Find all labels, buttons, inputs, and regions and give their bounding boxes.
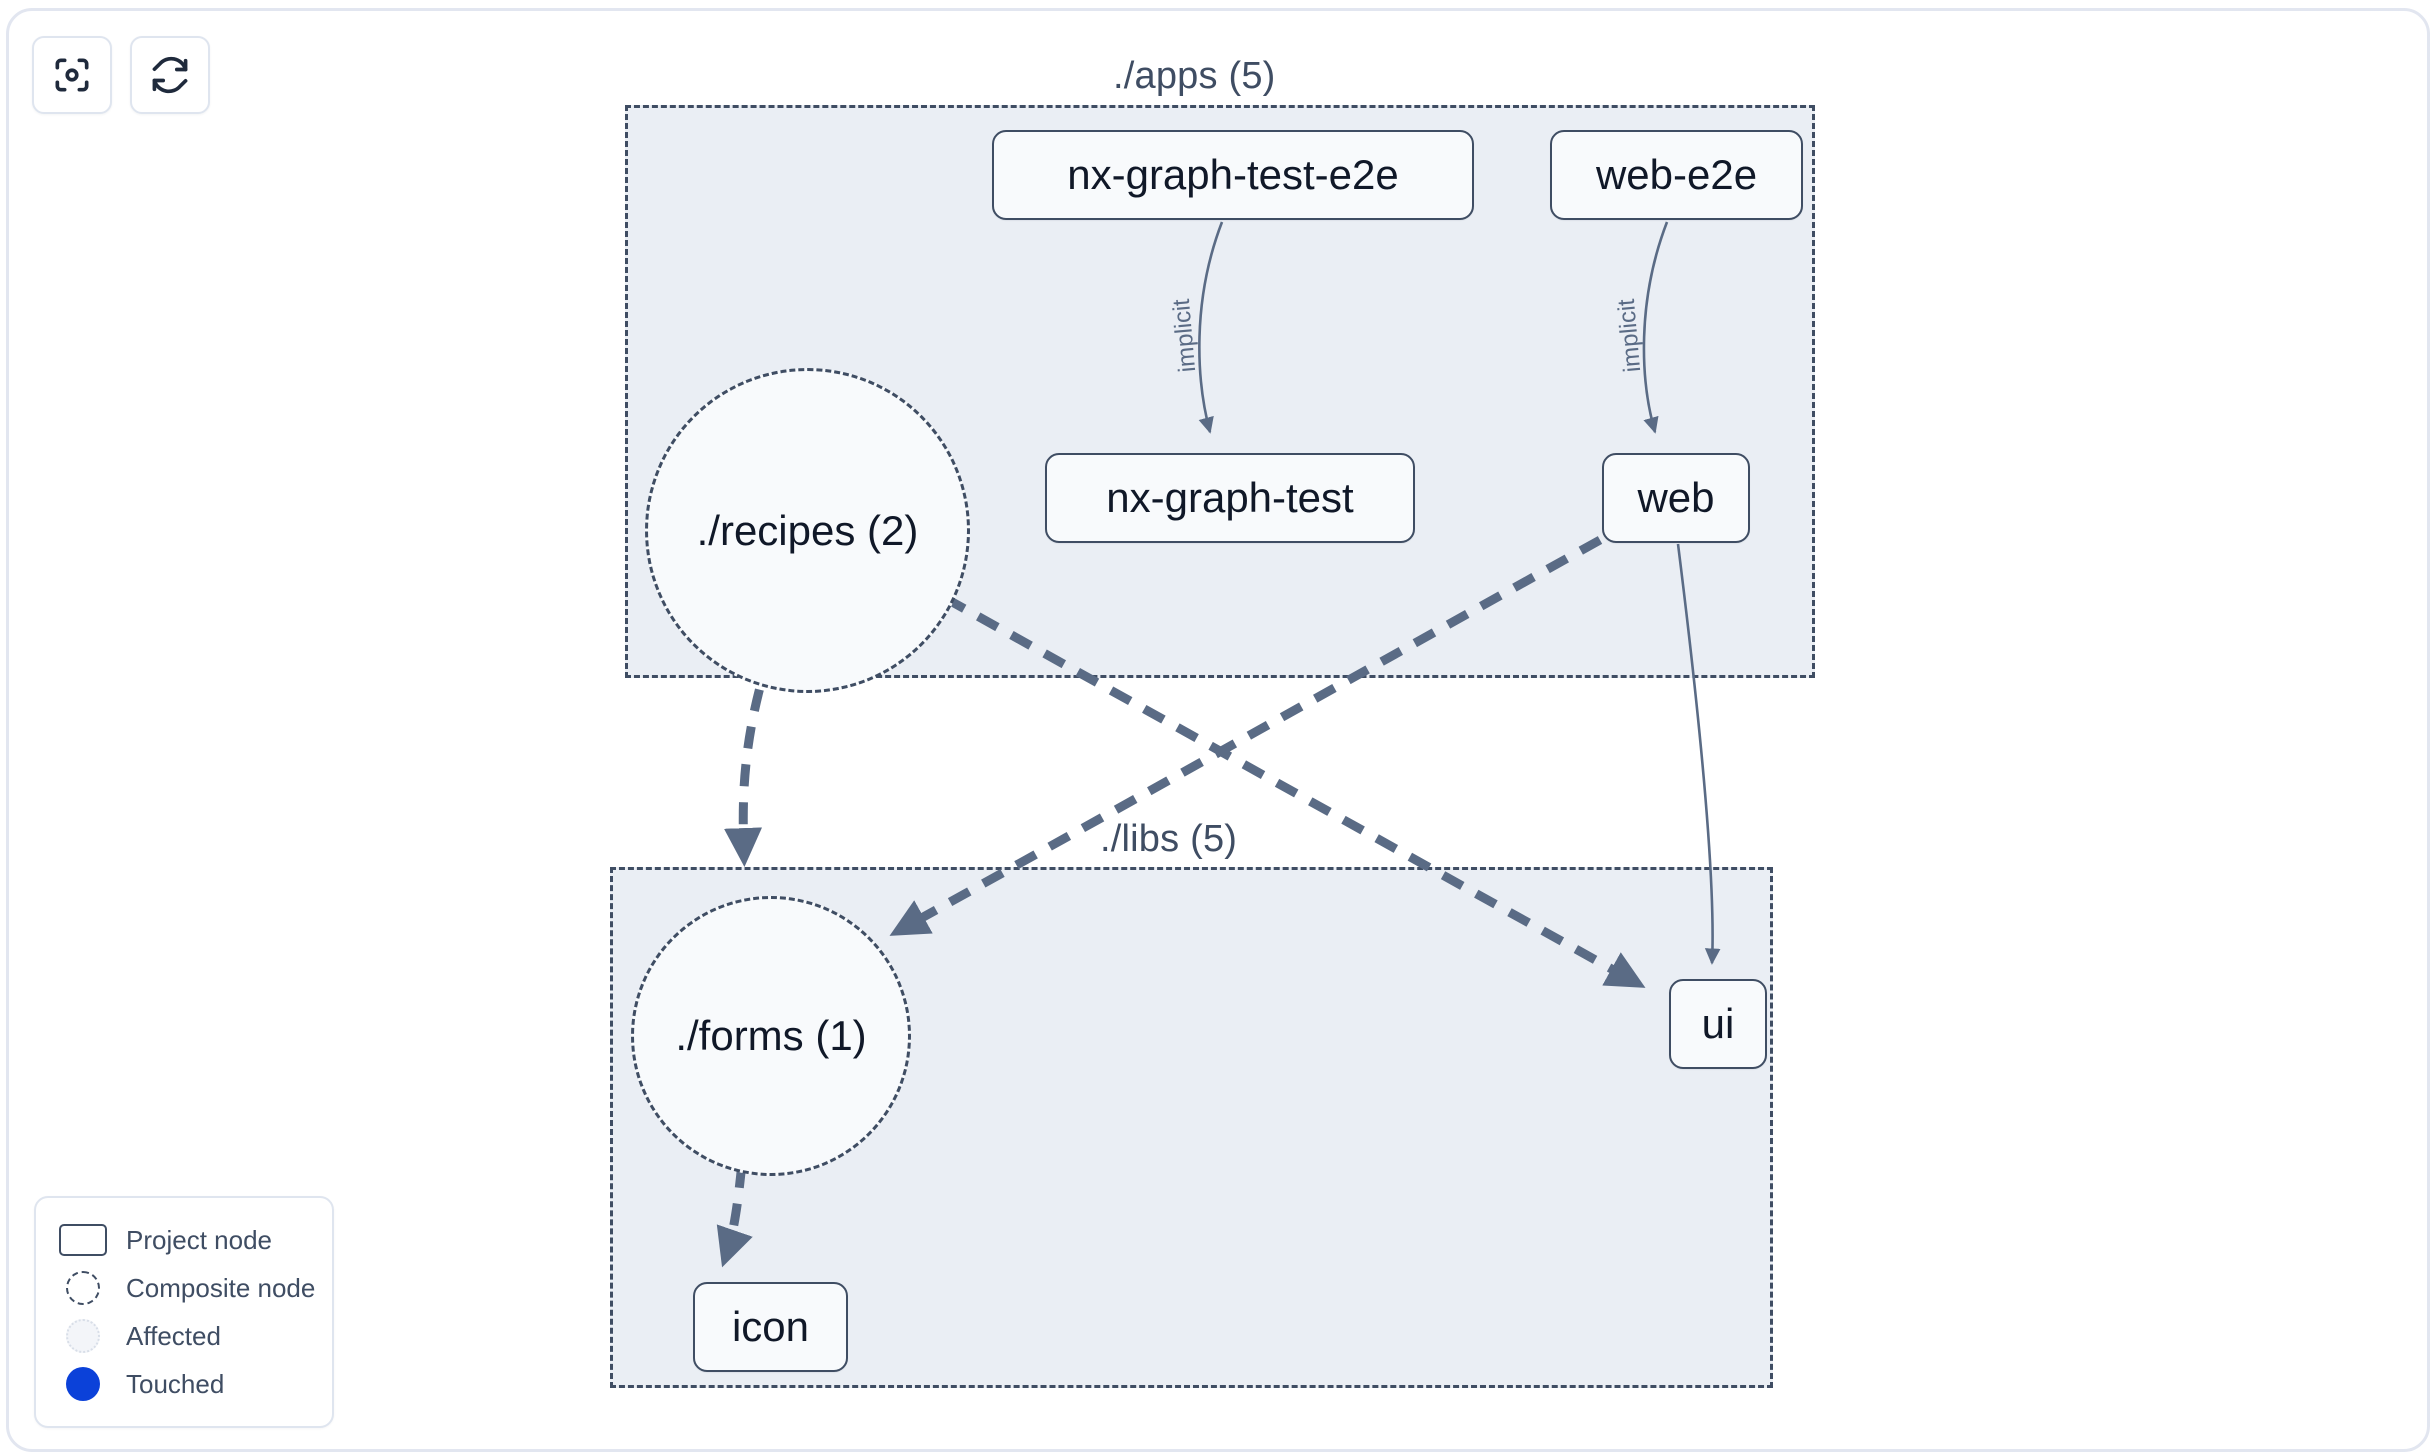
legend-label-touched: Touched bbox=[126, 1368, 225, 1399]
group-label-libs: ./libs (5) bbox=[1100, 818, 1238, 860]
project-node-nx-graph-test-e2e[interactable]: nx-graph-test-e2e bbox=[992, 130, 1474, 220]
project-node-ui-label: ui bbox=[1701, 1000, 1735, 1047]
project-node-icon-label: icon bbox=[731, 1303, 810, 1350]
group-label-apps: ./apps (5) bbox=[1113, 55, 1276, 97]
project-node-web[interactable]: web bbox=[1602, 453, 1750, 543]
touched-swatch bbox=[58, 1367, 108, 1401]
focus-graph-button[interactable] bbox=[32, 36, 112, 114]
legend-label-project-node: Project node bbox=[126, 1224, 272, 1255]
edge-label-implicit-2: implicit bbox=[1613, 298, 1646, 374]
edge-web-e2e-to-web[interactable]: implicit bbox=[1613, 221, 1669, 434]
edge-web-to-forms[interactable] bbox=[889, 536, 1603, 936]
graph-legend: Project node Composite node Affected Tou… bbox=[34, 1196, 334, 1428]
composite-node-swatch bbox=[58, 1271, 108, 1305]
focus-target-icon bbox=[50, 53, 94, 97]
affected-swatch bbox=[58, 1319, 108, 1353]
project-node-web-e2e[interactable]: web-e2e bbox=[1550, 130, 1803, 220]
project-node-nx-graph-test-label: nx-graph-test bbox=[1106, 474, 1354, 521]
project-node-web-e2e-label: web-e2e bbox=[1595, 151, 1758, 198]
refresh-graph-button[interactable] bbox=[130, 36, 210, 114]
composite-node-forms[interactable]: ./forms (1) bbox=[631, 896, 911, 1176]
composite-node-recipes[interactable]: ./recipes (2) bbox=[645, 368, 970, 693]
project-node-nx-graph-test-e2e-label: nx-graph-test-e2e bbox=[1067, 151, 1399, 198]
legend-label-composite-node: Composite node bbox=[126, 1272, 316, 1303]
graph-toolbar bbox=[32, 36, 210, 114]
legend-item-affected: Affected bbox=[58, 1312, 312, 1360]
edge-nx-graph-test-e2e-to-nx-graph-test[interactable]: implicit bbox=[1168, 221, 1224, 434]
project-node-icon[interactable]: icon bbox=[693, 1282, 848, 1372]
legend-item-composite-node: Composite node bbox=[58, 1264, 316, 1312]
legend-label-affected: Affected bbox=[126, 1320, 221, 1351]
project-node-ui[interactable]: ui bbox=[1669, 979, 1767, 1069]
composite-node-forms-label: ./forms (1) bbox=[675, 1012, 867, 1059]
project-node-nx-graph-test[interactable]: nx-graph-test bbox=[1045, 453, 1415, 543]
edge-web-to-ui[interactable] bbox=[1676, 543, 1721, 965]
edge-label-implicit-1: implicit bbox=[1168, 298, 1201, 374]
project-node-swatch bbox=[58, 1224, 108, 1256]
project-node-web-label: web bbox=[1637, 474, 1715, 521]
edge-recipes-to-ui[interactable] bbox=[942, 594, 1646, 988]
legend-item-touched: Touched bbox=[58, 1360, 312, 1408]
refresh-sync-icon bbox=[148, 53, 192, 97]
composite-node-recipes-label: ./recipes (2) bbox=[696, 506, 919, 554]
legend-item-project-node: Project node bbox=[58, 1216, 312, 1264]
